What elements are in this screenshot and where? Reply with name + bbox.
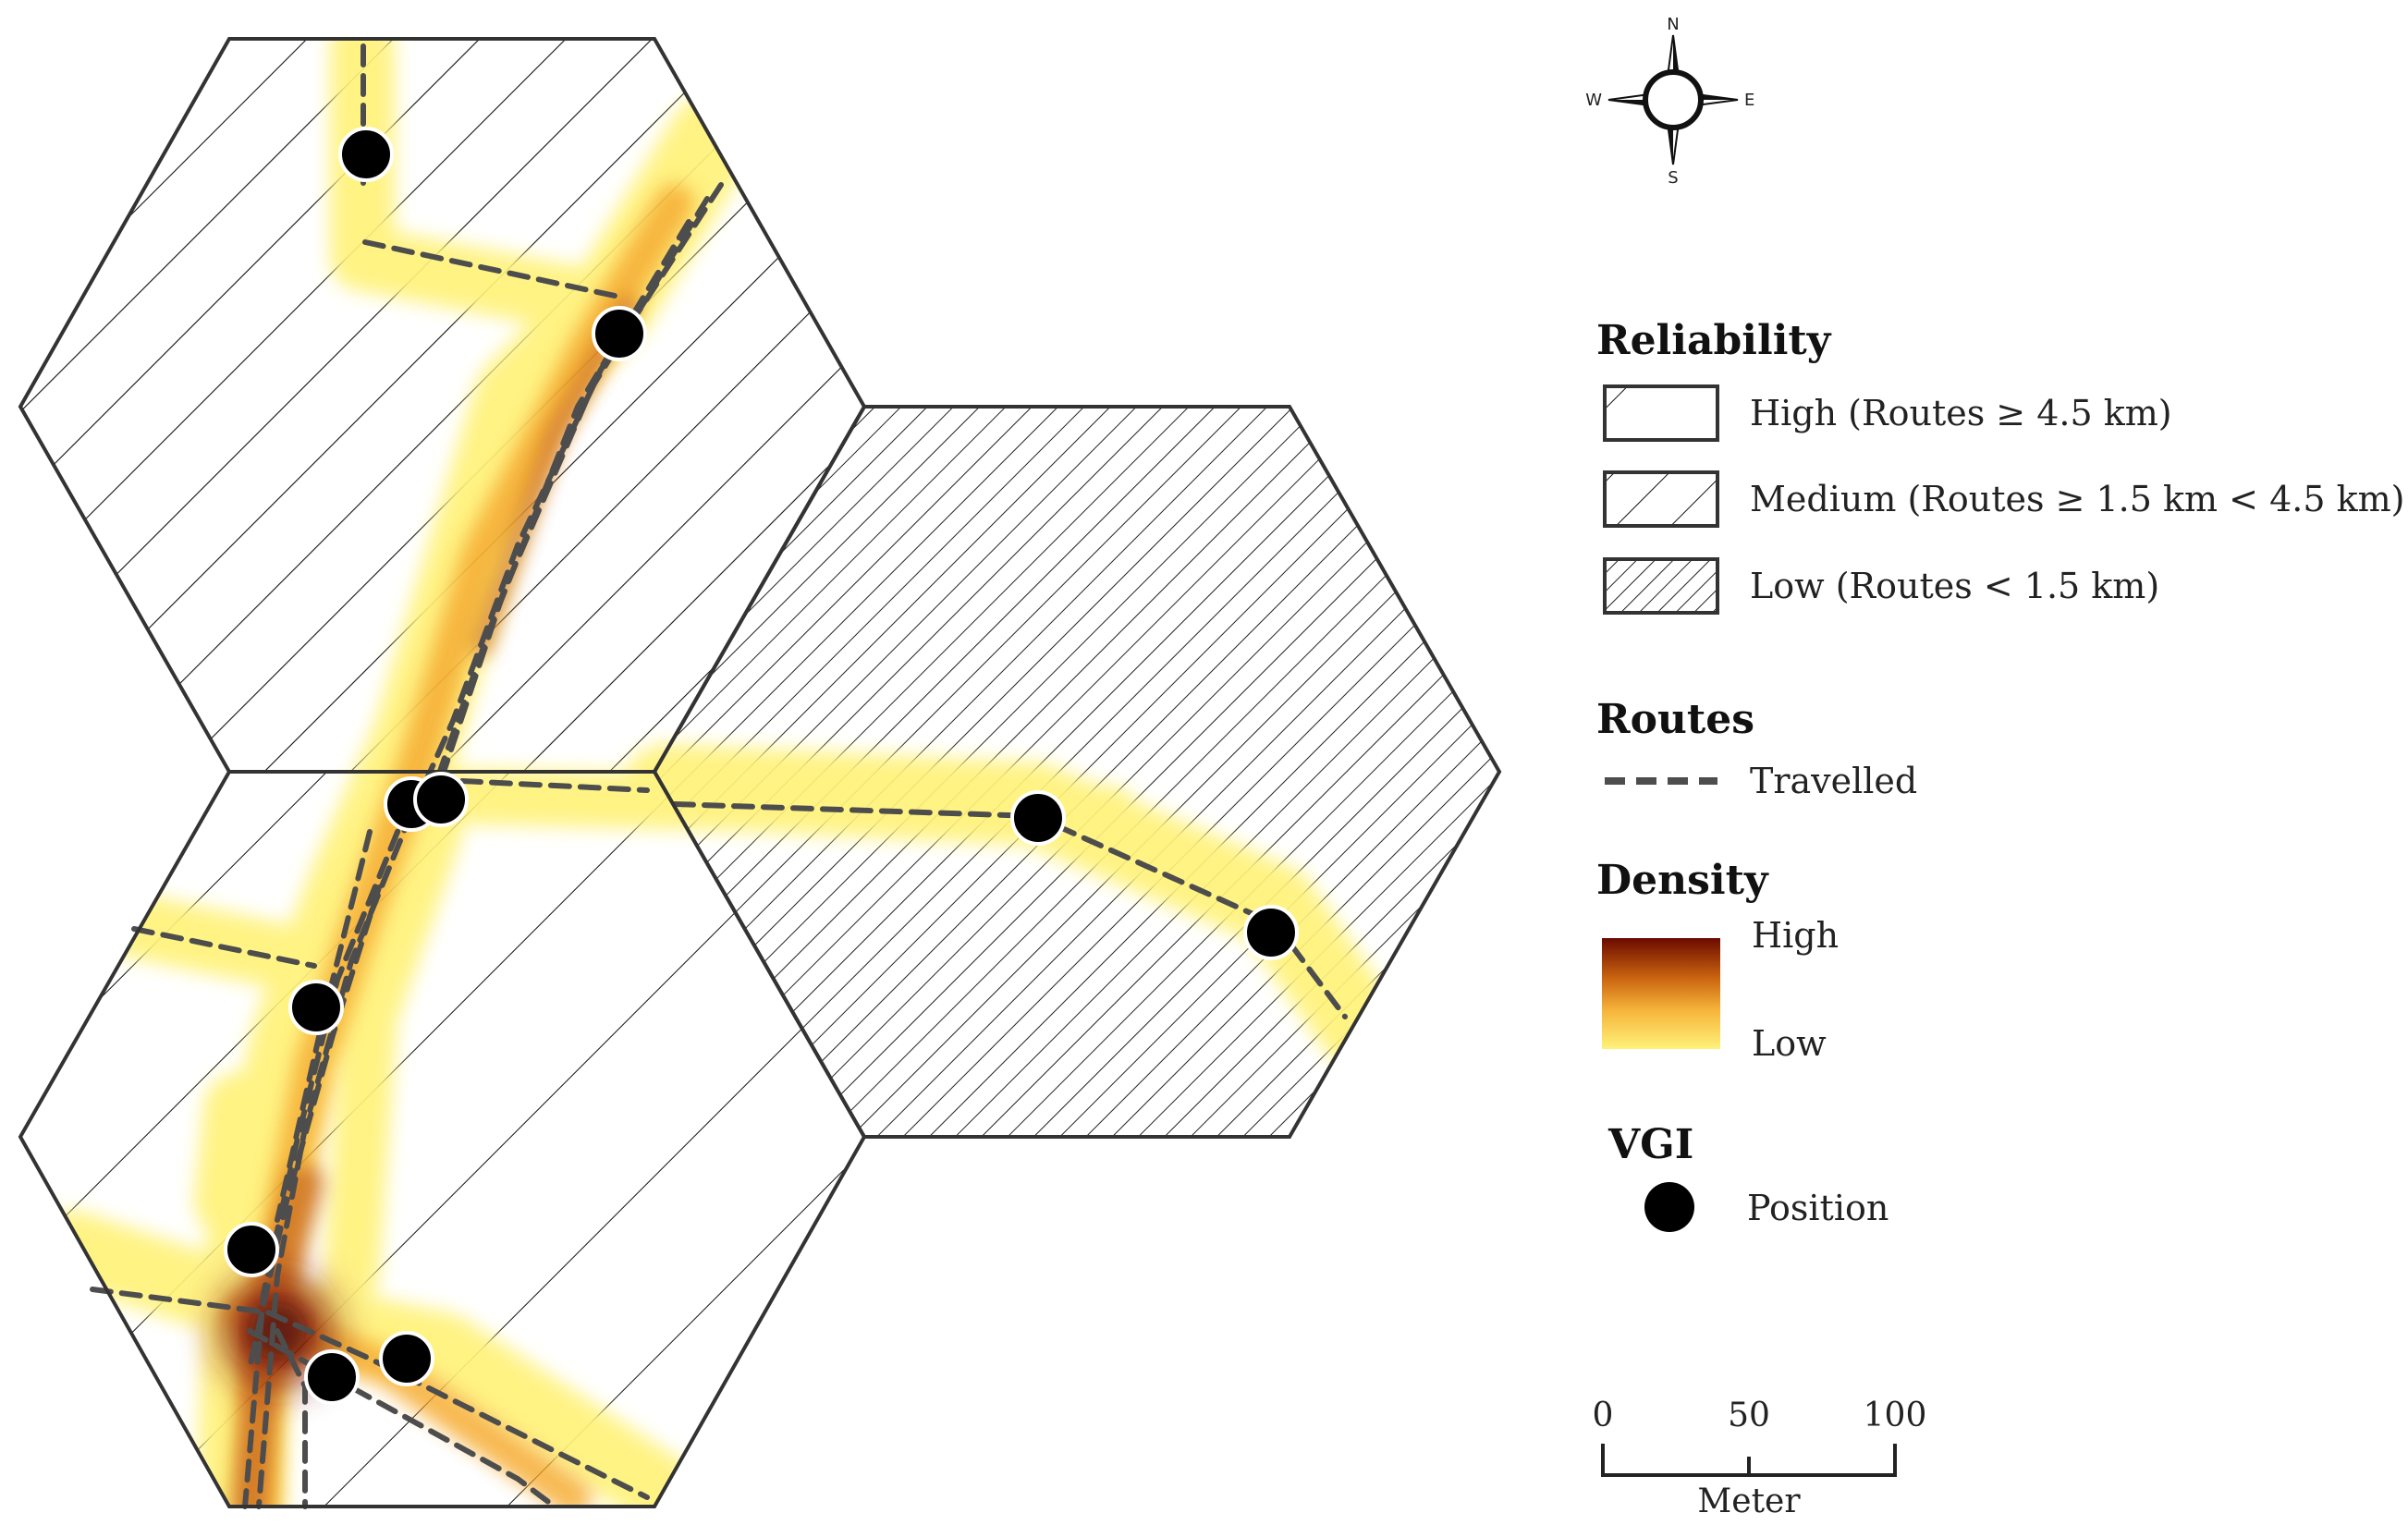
vgi-point <box>413 772 469 827</box>
compass-west-label: W <box>1585 91 1602 110</box>
scale-bar-line <box>1601 1444 1897 1477</box>
north-arrow: N S E W <box>1585 15 1754 188</box>
scale-label-100: 100 <box>1864 1397 1927 1434</box>
vgi-point <box>338 127 394 182</box>
compass-north-label: N <box>1667 15 1679 34</box>
legend-vgi-position: Position <box>1747 1188 1889 1228</box>
vgi-point <box>1243 905 1299 960</box>
legend-reliability-high: High (Routes ≥ 4.5 km) <box>1750 393 2172 433</box>
compass-south-label: S <box>1668 168 1678 188</box>
legend-density-high: High <box>1752 915 1839 956</box>
legend-density-low: Low <box>1752 1023 1827 1064</box>
legend-routes-travelled: Travelled <box>1750 761 1917 801</box>
legend-swatch-high <box>1603 384 1719 442</box>
legend-vgi-symbol <box>1644 1182 1694 1232</box>
scale-bar: 0 50 100 Meter <box>1593 1397 1927 1520</box>
scale-unit: Meter <box>1697 1482 1801 1520</box>
vgi-point <box>224 1222 279 1277</box>
legend-routes-title: Routes <box>1596 696 1754 743</box>
compass-rose-icon <box>1607 34 1739 165</box>
legend-swatch-medium <box>1603 470 1719 528</box>
legend-reliability-title: Reliability <box>1596 317 1832 364</box>
vgi-points <box>224 127 1299 1405</box>
vgi-point <box>1010 790 1066 846</box>
scale-label-0: 0 <box>1593 1397 1614 1434</box>
legend: Reliability High (Routes ≥ 4.5 km) Mediu… <box>1596 317 2404 1232</box>
legend-density-title: Density <box>1596 857 1769 904</box>
vgi-point <box>379 1331 434 1386</box>
legend-reliability-low: Low (Routes < 1.5 km) <box>1750 566 2159 606</box>
vgi-point <box>304 1349 360 1405</box>
scale-label-50: 50 <box>1728 1397 1770 1434</box>
hex-outlines <box>18 37 1502 1508</box>
legend-vgi-title: VGI <box>1607 1121 1693 1168</box>
vgi-point <box>592 306 647 361</box>
legend-swatch-low <box>1603 557 1719 615</box>
legend-reliability-medium: Medium (Routes ≥ 1.5 km < 4.5 km) <box>1750 479 2404 519</box>
legend-density-ramp <box>1602 938 1720 1049</box>
vgi-point <box>288 980 344 1035</box>
compass-east-label: E <box>1744 91 1754 110</box>
